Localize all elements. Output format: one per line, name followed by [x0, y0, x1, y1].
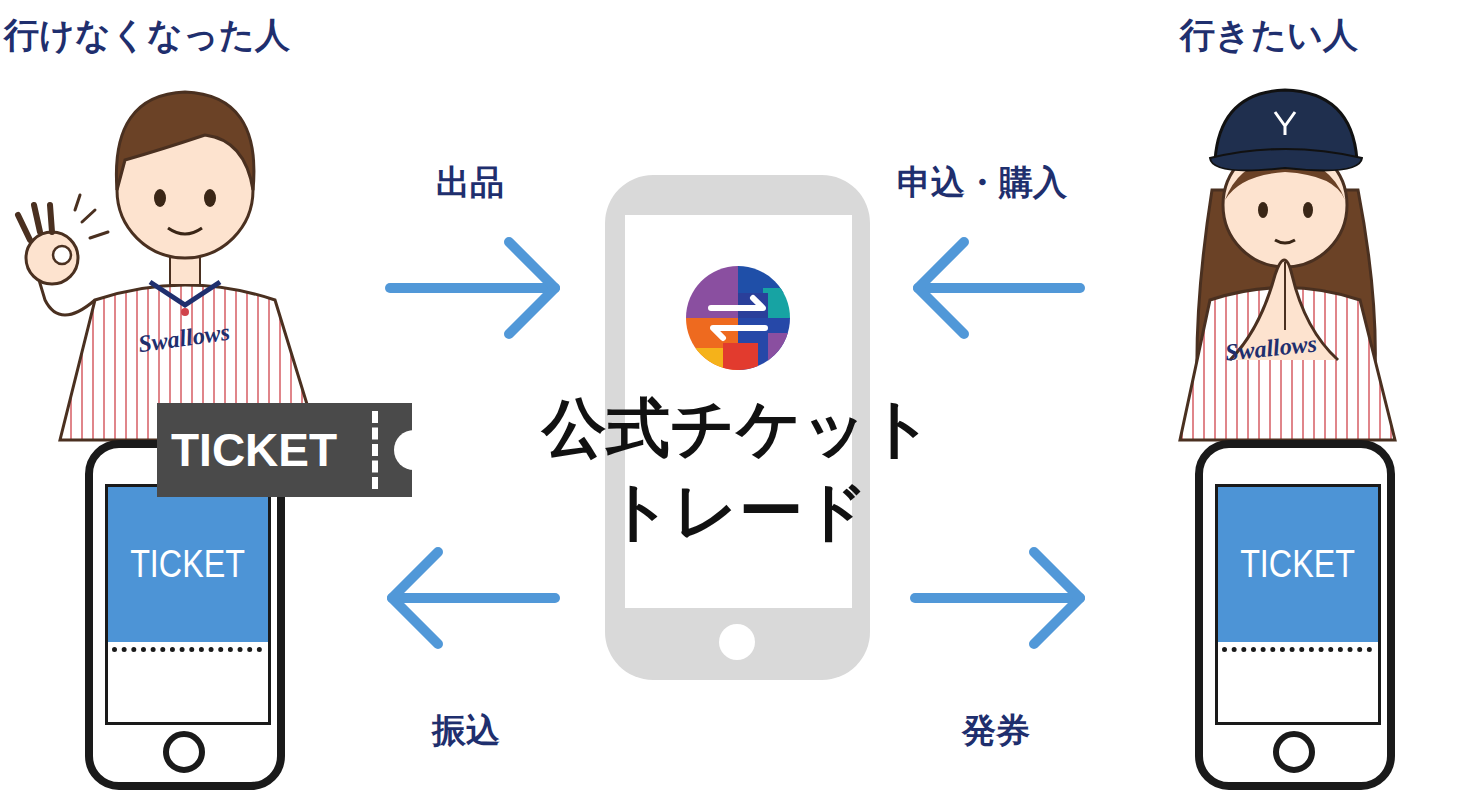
ticket-panel: TICKET [108, 487, 268, 642]
ticket-panel: TICKET [1218, 487, 1378, 642]
flow-arrow [392, 552, 555, 644]
flow-arrow [915, 552, 1080, 644]
person-node: 行きたい人 [1160, 0, 1480, 440]
stub-notch [394, 430, 434, 470]
ticket-text: TICKET [131, 543, 246, 586]
phone-screen: TICKET [105, 484, 271, 725]
home-button [719, 624, 755, 660]
stub-node: TICKET [157, 403, 412, 497]
person-heading: 行きたい人 [1180, 12, 1358, 59]
center-node: 公式チケット トレード [605, 175, 870, 680]
phone-screen: TICKET [1215, 484, 1381, 725]
home-button [163, 731, 205, 773]
person-node: 行けなくなった人 [0, 0, 330, 440]
perforation [1222, 647, 1372, 652]
flow-arrow [918, 242, 1080, 334]
right-person [1180, 90, 1395, 440]
perforation [112, 647, 262, 652]
arrow-label: 出品 [432, 160, 508, 206]
phone-node: TICKET [1195, 440, 1395, 790]
arrow-label: 申込・購入 [893, 160, 1071, 206]
left-person [18, 92, 318, 440]
person-heading: 行けなくなった人 [4, 12, 290, 59]
trade-logo [683, 263, 793, 373]
home-button [1273, 731, 1315, 773]
flow-arrow [390, 242, 555, 334]
stub-perforation [372, 411, 378, 489]
ticket-text: TICKET [1241, 543, 1356, 586]
ticket-text: TICKET [171, 423, 337, 477]
service-title: 公式チケット トレード [510, 387, 965, 553]
arrow-label: 振込 [428, 708, 504, 754]
arrow-label: 発券 [958, 708, 1034, 754]
